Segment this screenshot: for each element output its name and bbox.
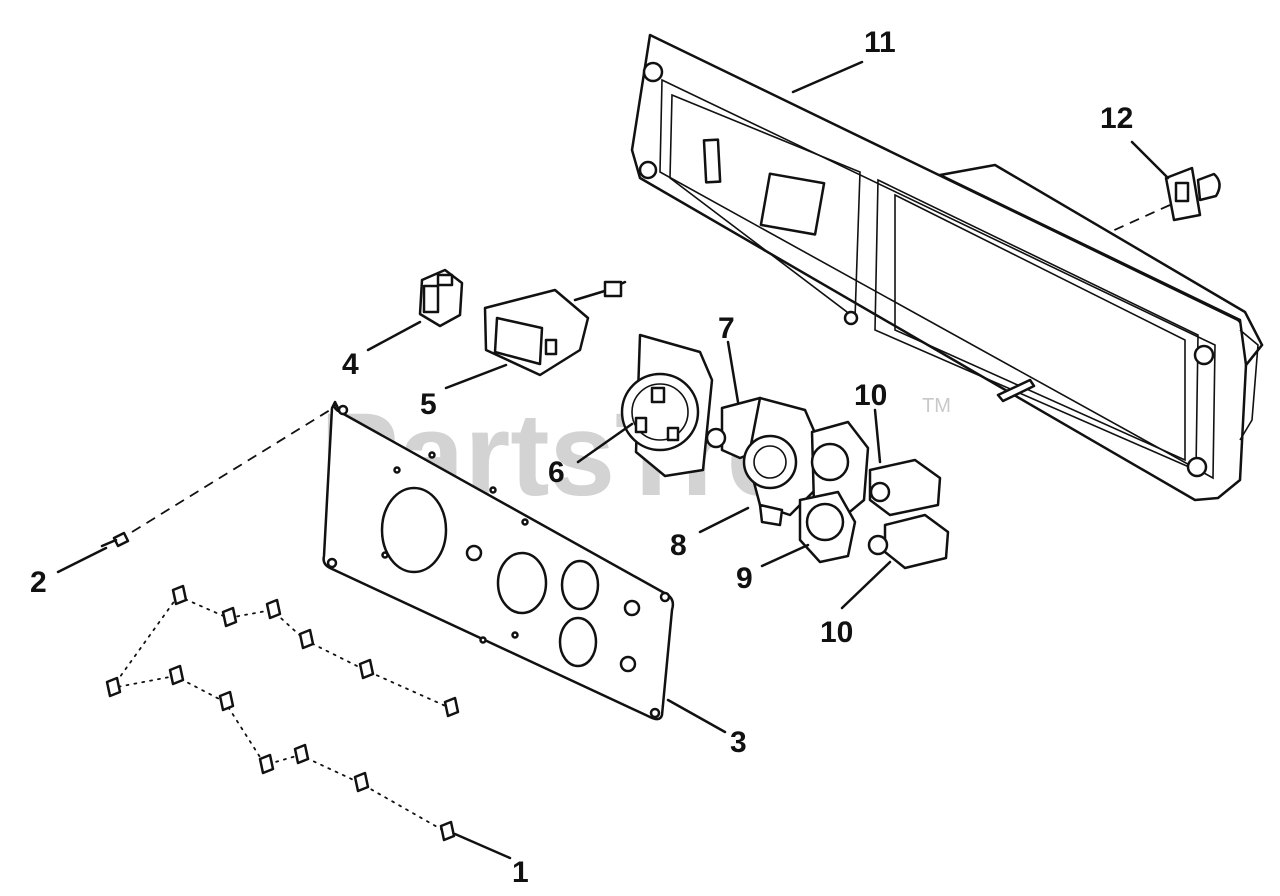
circuit-breaker-part-10-lower[interactable] (840, 513, 950, 610)
leader-line-10-lower (840, 560, 892, 610)
leader-line-8 (698, 506, 750, 534)
leader-line-12 (1130, 140, 1170, 180)
callout-10-upper: 10 (854, 379, 887, 412)
leader-line-4 (366, 320, 422, 352)
callout-7: 7 (718, 312, 735, 345)
leader-line-7 (726, 340, 740, 404)
callout-6: 6 (548, 456, 565, 489)
callout-9: 9 (736, 562, 753, 595)
rocker-switch-part-4[interactable] (366, 268, 464, 352)
leader-line-1 (453, 832, 512, 860)
round-receptacle-part-8[interactable] (698, 396, 820, 534)
watermark-trademark: TM (922, 395, 951, 417)
leader-line-11 (791, 60, 864, 94)
callout-8: 8 (670, 529, 687, 562)
screw-part-2[interactable] (56, 409, 331, 574)
leader-line-10-upper (873, 408, 882, 464)
bushing-part-12[interactable] (1109, 140, 1221, 233)
leader-line-5 (444, 363, 508, 390)
leader-line-2 (56, 546, 108, 574)
twist-lock-receptacle-part-6[interactable] (576, 333, 714, 478)
callout-2: 2 (30, 566, 47, 599)
leader-line-6 (576, 422, 634, 464)
callout-10-lower: 10 (820, 616, 853, 649)
duplex-receptacle-part-9[interactable] (760, 420, 870, 568)
face-plate-part-3[interactable] (322, 400, 727, 734)
circuit-breaker-part-10-upper[interactable] (868, 408, 942, 517)
callout-11: 11 (864, 26, 896, 59)
screws-part-1[interactable] (105, 584, 512, 860)
leader-line-9 (760, 543, 810, 568)
leader-line-3 (666, 698, 727, 734)
callout-5: 5 (420, 388, 437, 421)
callout-12: 12 (1100, 102, 1133, 135)
hour-meter-part-5[interactable] (444, 280, 627, 390)
callout-1: 1 (512, 856, 529, 889)
panel-housing-part-11[interactable] (630, 33, 1264, 502)
callout-3: 3 (730, 726, 747, 759)
callout-4: 4 (342, 348, 359, 381)
